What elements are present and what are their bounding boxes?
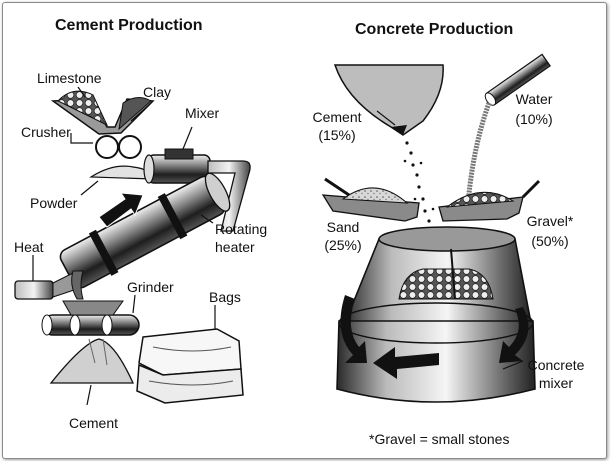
falling-cement [403,141,435,223]
concrete-production-title: Concrete Production [355,21,514,38]
label-rotating: Rotating [215,221,268,237]
cement-bags [136,328,244,404]
grinder [41,300,140,336]
mixer-top [164,148,194,160]
limestone-pile [57,90,109,127]
label-water: Water [515,91,553,107]
cement-production-title: Cement Production [55,17,203,34]
mixer-rotation-arrow-front [373,347,439,379]
label-crusher: Crusher [21,124,71,140]
label-clay: Clay [143,84,172,100]
label-gravel-percent: (50%) [531,233,569,249]
gravel-footnote: *Gravel = small stones [369,431,510,447]
crusher-roller-left [95,135,119,159]
mixer-opening [378,226,516,252]
label-cement-product: Cement [69,415,119,431]
water-pipe [484,53,551,106]
cement-leader-lines [32,86,216,406]
label-sand-percent: (25%) [324,237,362,253]
label-sand: Sand [326,219,360,235]
label-bags: Bags [209,289,241,305]
label-grinder: Grinder [127,279,174,295]
hopper-spout [391,125,407,135]
label-limestone: Limestone [37,70,102,86]
cement-pile [49,338,135,384]
label-powder: Powder [30,195,78,211]
crusher-roller-right [118,135,142,159]
label-cement-percent: (15%) [318,127,356,143]
label-mixer: Mixer [185,105,220,121]
gravel-pile [445,191,515,208]
clay-pile [118,97,152,131]
rotation-arrow [98,192,144,228]
concrete-leader-lines [376,110,524,370]
heat-burner [14,280,54,300]
label-heater: heater [215,239,255,255]
cement-production-drawing [14,86,251,406]
concrete-production-drawing [321,53,551,403]
mixer-end [143,154,155,184]
process-illustration [14,53,551,406]
label-water-percent: (10%) [515,111,553,127]
sand-pile [341,187,409,204]
mixer-contents [398,268,494,300]
label-gravel: Gravel* [526,213,574,229]
label-cement-ingredient: Cement [312,109,362,125]
mixer-rim [338,302,534,344]
rotating-heater [59,172,231,289]
mixer-rotation-arrow-left [340,295,367,363]
sand-handle [324,177,350,197]
mixer-paddle [450,248,456,300]
label-concrete-mixer-line2: mixer [538,375,574,391]
cement-stream [88,338,108,366]
gravel-handle [521,179,541,199]
label-concrete-mixer-line1: Concrete [527,357,585,373]
mixer-rotation-arrow-right [499,307,529,363]
heater-outflow [71,270,84,300]
label-heat: Heat [14,239,44,255]
